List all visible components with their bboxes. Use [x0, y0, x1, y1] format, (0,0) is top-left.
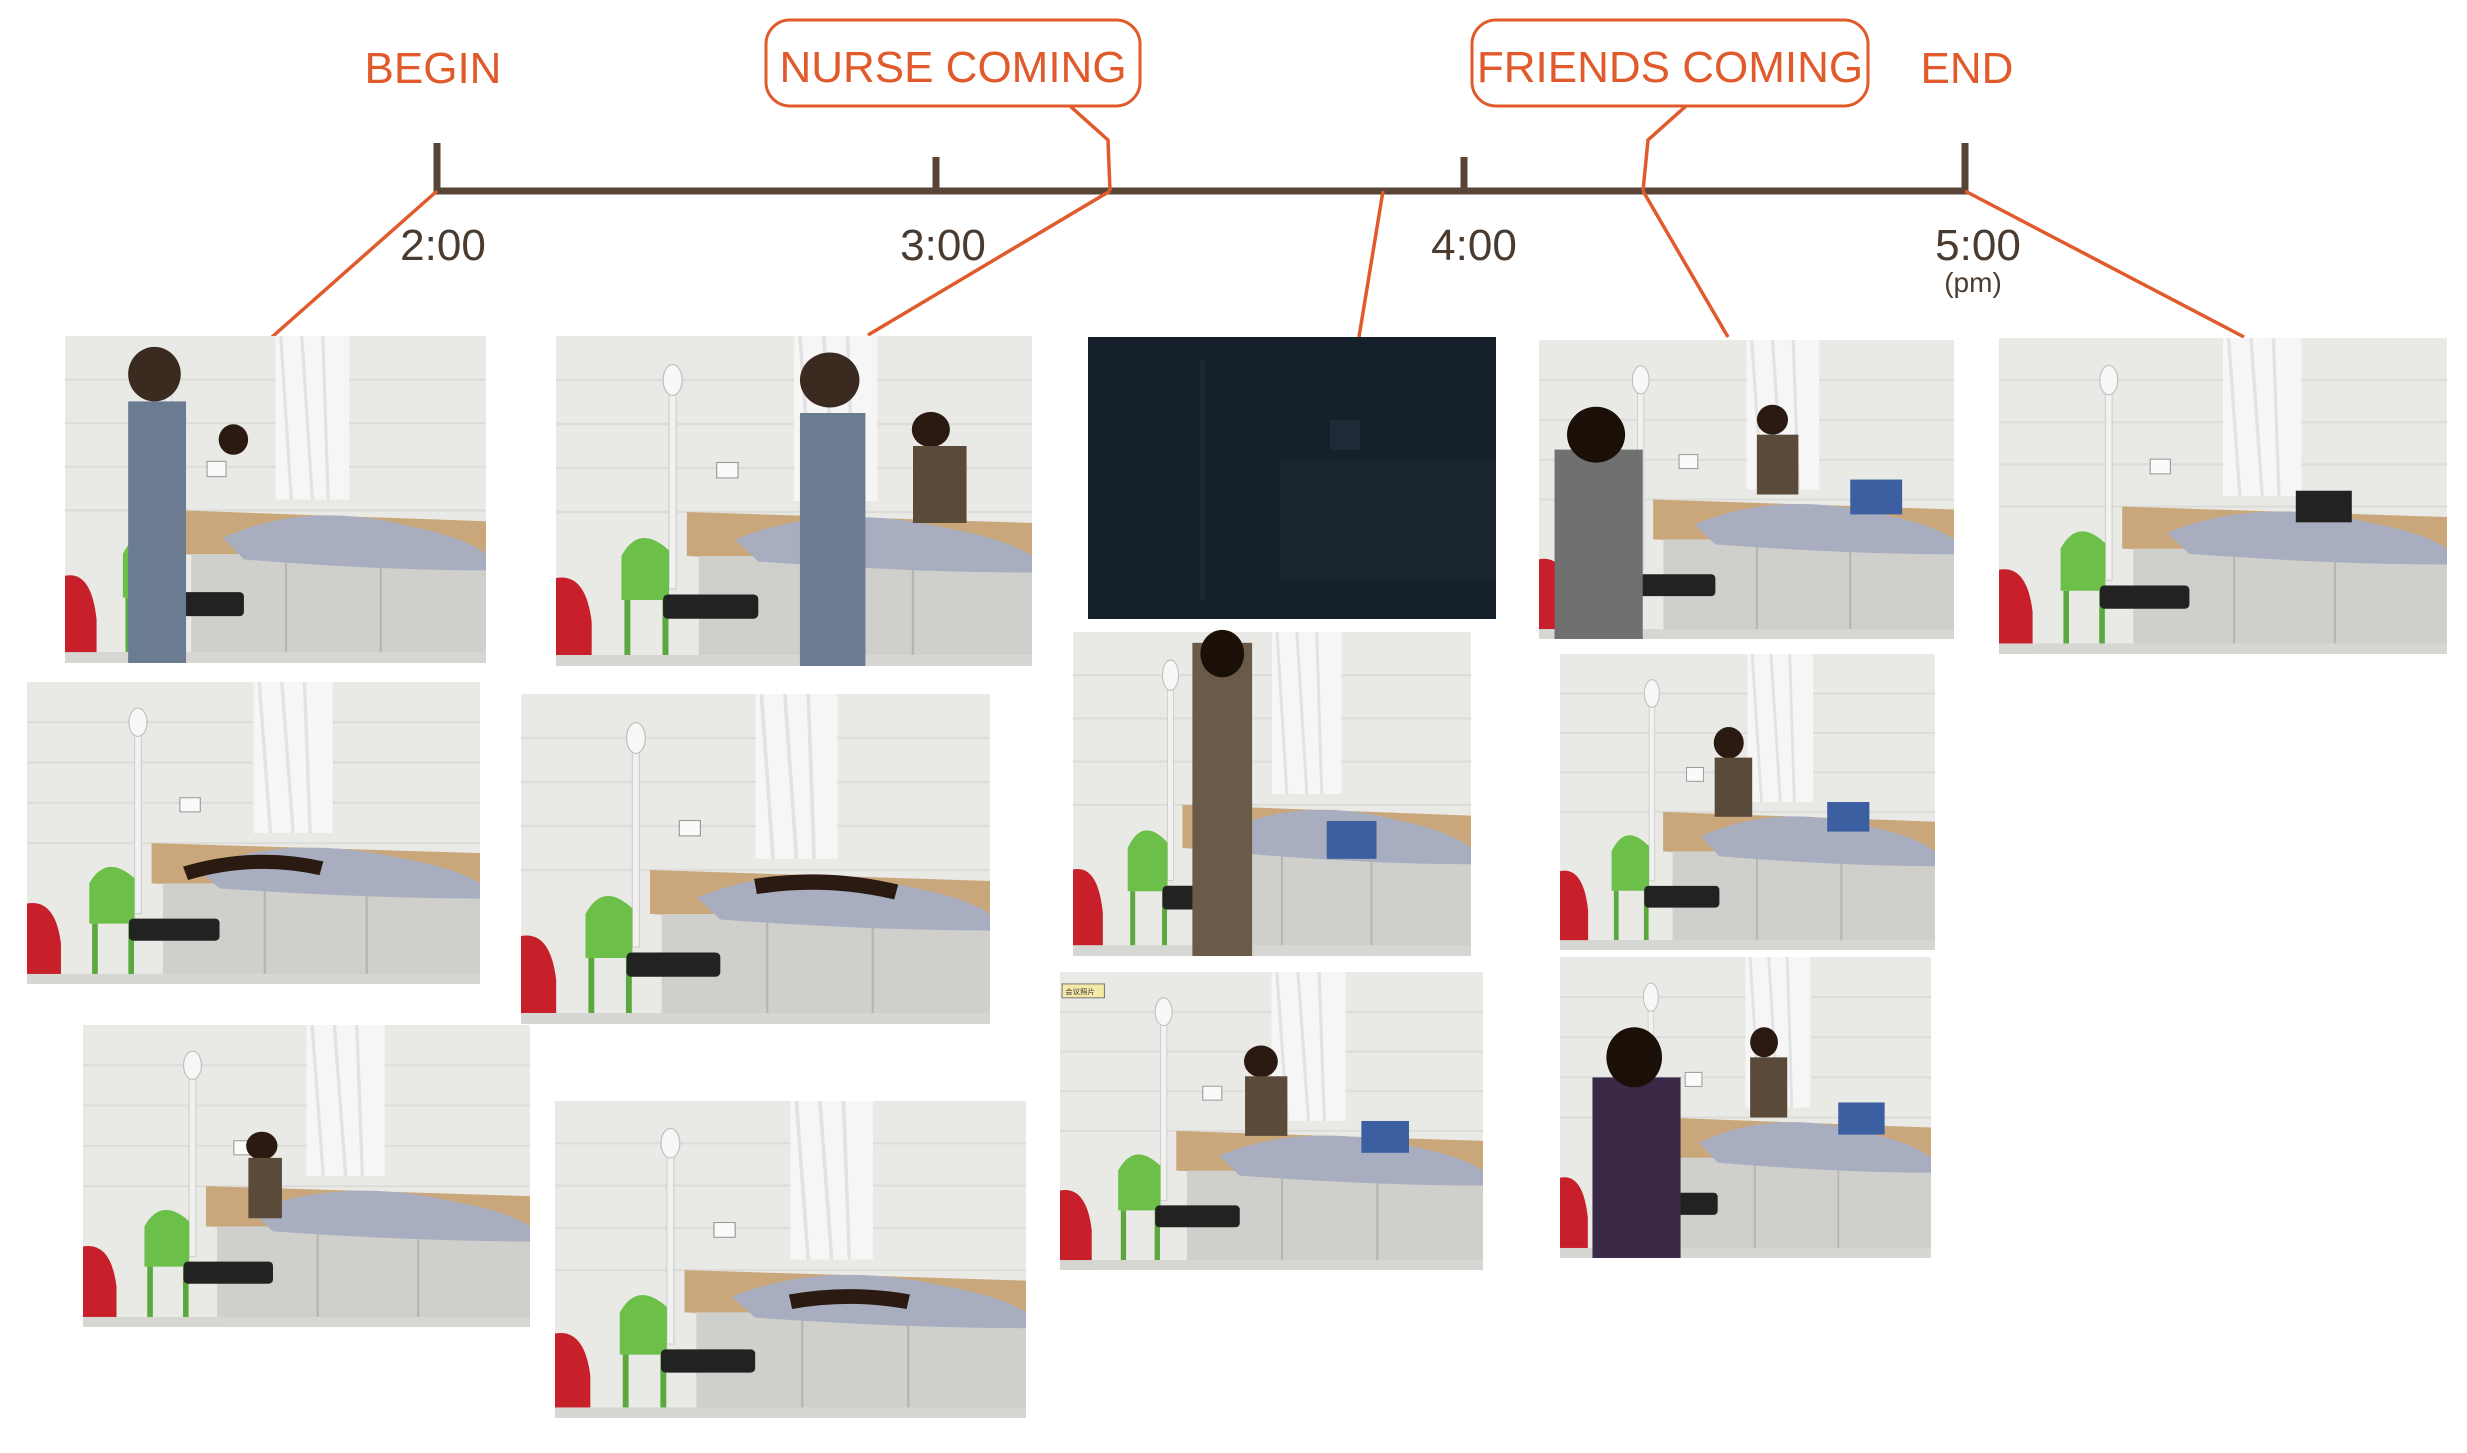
photo-col4-1 — [1539, 340, 1954, 639]
photo-col2-3 — [555, 1101, 1026, 1418]
photo-col3-tag: 会议照片 — [1065, 987, 1095, 996]
nurse-pointer — [1068, 104, 1112, 192]
friends-label: FRIENDS COMING — [1477, 43, 1863, 92]
photo-col3-3: 会议照片 — [1060, 972, 1483, 1270]
connector-col5 — [1964, 189, 2245, 339]
nurse-label: NURSE COMING — [779, 43, 1126, 92]
connector-col2 — [867, 189, 1111, 337]
time-200: 2:00 — [400, 221, 486, 270]
end-label: END — [1921, 44, 2014, 93]
connector-col1 — [270, 189, 439, 339]
begin-label: BEGIN — [365, 44, 502, 93]
photo-col1-2 — [27, 682, 480, 984]
photo-col3-dark — [1088, 337, 1496, 619]
photo-col1-1 — [65, 336, 486, 663]
time-500-pm: (pm) — [1944, 267, 2002, 298]
photo-col2-1 — [556, 336, 1032, 666]
nurse-callout — [764, 18, 1142, 108]
time-500: 5:00 — [1935, 221, 2021, 270]
photo-col4-3 — [1560, 957, 1931, 1258]
photo-col3-2 — [1073, 630, 1471, 956]
photo-col1-3 — [83, 1025, 530, 1327]
connector-col4 — [1641, 190, 1730, 338]
time-400: 4:00 — [1431, 221, 1517, 270]
photo-col4-2 — [1560, 654, 1935, 950]
connector-col3 — [1357, 190, 1385, 338]
time-300: 3:00 — [900, 221, 986, 270]
photo-col2-2 — [521, 694, 990, 1024]
friends-pointer — [1641, 104, 1688, 192]
friends-callout — [1470, 18, 1870, 108]
photo-col5-1 — [1999, 338, 2447, 654]
